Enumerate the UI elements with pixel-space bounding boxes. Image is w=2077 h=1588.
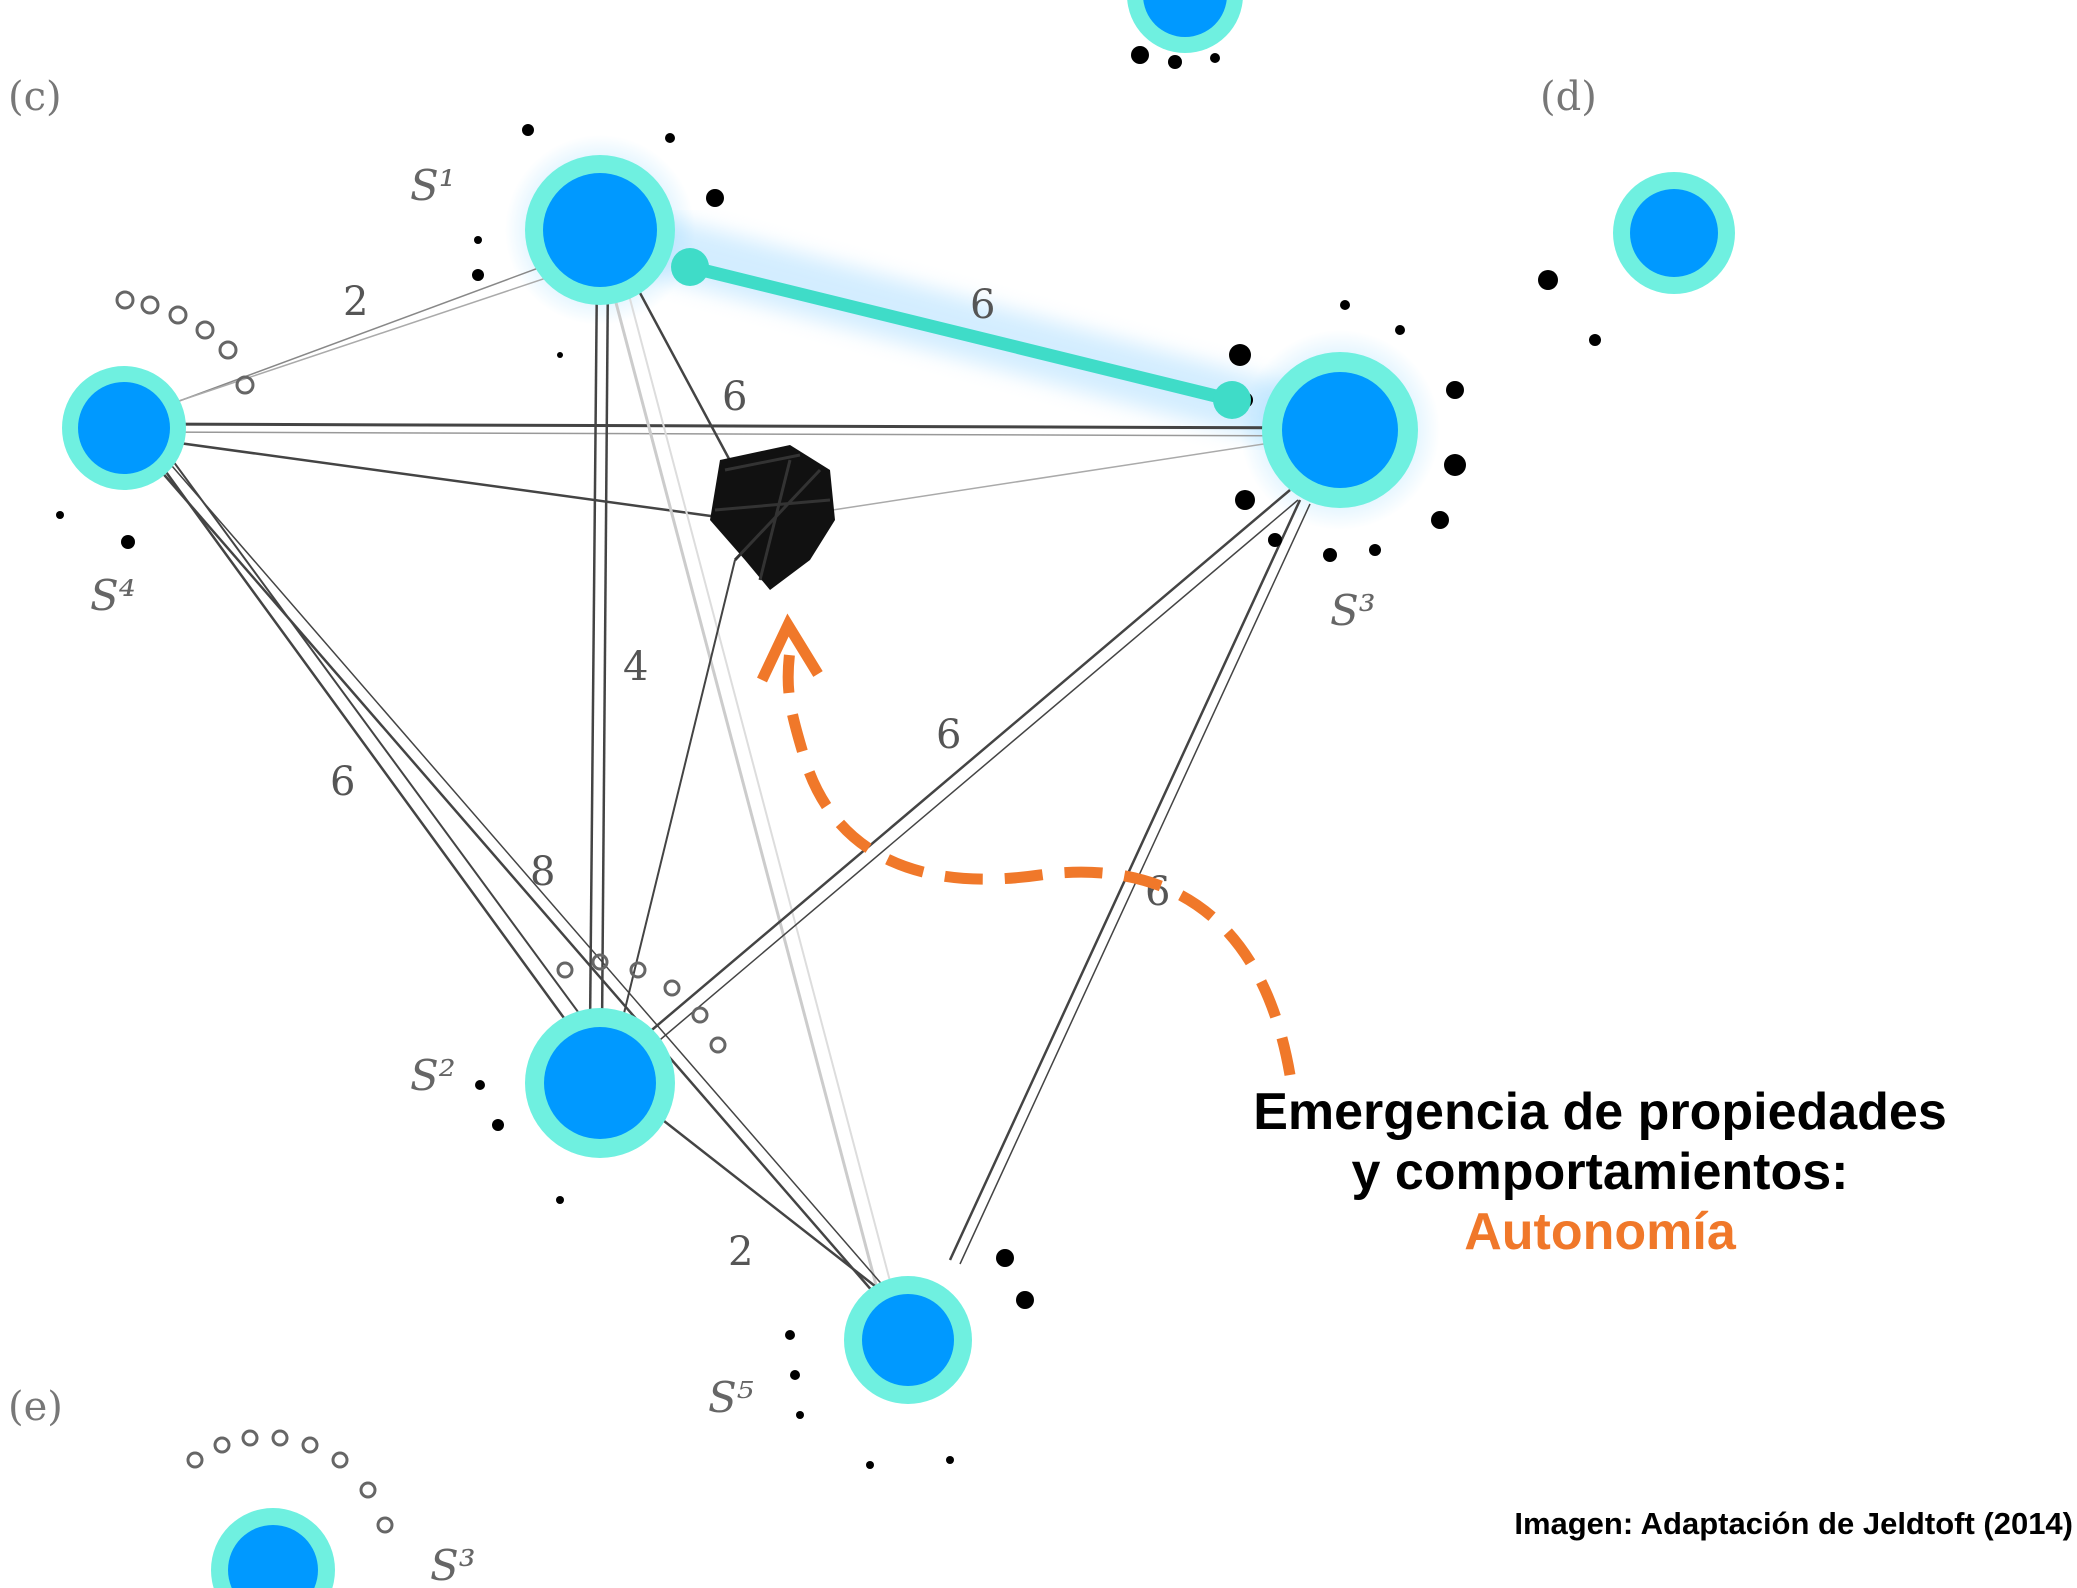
link-endpoint-start [671,248,709,286]
edge-label-s2-s5: 2 [728,1229,753,1275]
species-label-s1: S¹ [410,161,456,210]
node-s2[interactable] [525,1008,675,1158]
node-s4[interactable] [62,366,186,490]
panel-label-c: (c) [8,74,62,120]
edge-label-s5-s3: 6 [1145,869,1170,915]
edge-label-s4-s1: 2 [343,279,368,325]
edge-s4-blob [127,434,741,522]
species-label-s4: S⁴ [90,571,136,620]
node-d[interactable] [1613,172,1735,294]
edge-s2-s3 [639,489,1291,1041]
edge-s5-s3-b [959,503,1311,1265]
node-s5[interactable] [844,1276,972,1404]
edge-s2-s5 [649,1109,881,1291]
panel-label-e: (e) [8,1384,63,1430]
species-label-s2: S² [410,1051,456,1100]
emergence-caption: Emergencia de propiedades y comportamien… [1180,1082,2020,1262]
edge-s4-s2 [148,449,582,1041]
edge-label-s2-s3: 6 [936,712,961,758]
panel-label-d: (d) [1540,74,1597,120]
edge-s4-s5-b [171,465,893,1297]
node-top[interactable] [1127,0,1243,53]
dashed-curved-arrow-icon [757,613,1296,1076]
species-label-s3-small: S³ [430,1541,476,1588]
caption-accent: Autonomía [1464,1203,1736,1261]
edge-s1-blob [623,264,737,471]
edge-blob-s3 [799,439,1291,516]
edge-s1-s5 [608,279,882,1301]
edge-s4-s3-b [127,431,1341,437]
node-s1[interactable] [525,155,675,305]
edge-s4-s2-b [161,445,596,1036]
edge-label-s4-s2: 6 [330,759,355,805]
edge-s4-s1-b [139,269,571,415]
edge-s2-s3-b [647,499,1299,1051]
edge-s1-s2-b [600,269,610,1031]
emergent-cluster-icon [710,445,835,590]
edge-s1-s2 [588,269,599,1031]
edge-s1-s5-b [624,279,896,1301]
node-s3[interactable] [1262,352,1418,508]
caption-line-2: y comportamientos: [1351,1143,1849,1201]
highlight-link [671,248,1251,419]
edge-label-mid-top: 6 [722,374,747,420]
image-credit: Imagen: Adaptación de Jeldtoft (2014) [1514,1506,2073,1541]
species-label-s3: S³ [1330,586,1376,635]
edge-label-s1-s3: 6 [970,282,995,328]
edge-s4-s3 [127,422,1341,430]
link-endpoint-end [1213,381,1251,419]
nodes [62,0,1735,1588]
edge-s4-s5 [159,469,881,1301]
node-e[interactable] [211,1508,335,1588]
caption-line-1: Emergencia de propiedades [1253,1083,1947,1141]
open-circles [115,290,727,1534]
species-label-s5: S⁵ [708,1373,754,1422]
edge-label-s4-s2-b: 8 [530,849,555,895]
edge-blob-s2 [614,559,736,1051]
edge-label-s1-s2: 4 [623,644,648,690]
